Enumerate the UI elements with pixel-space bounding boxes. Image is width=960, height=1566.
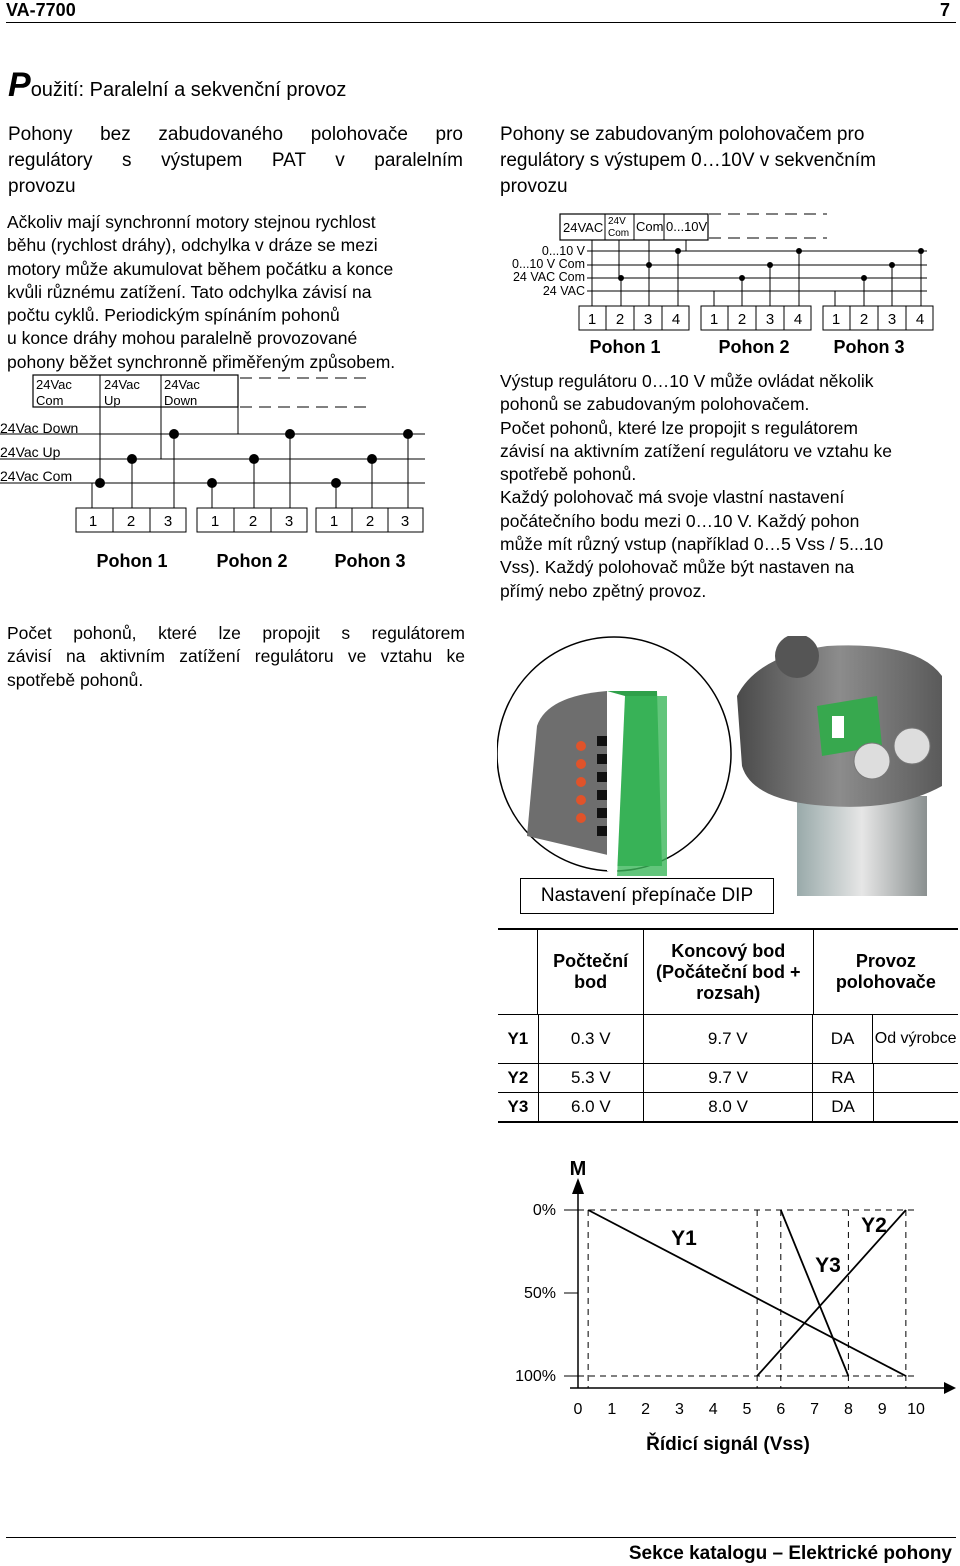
svg-text:3: 3: [285, 513, 293, 530]
svg-text:1: 1: [211, 513, 219, 530]
svg-text:2: 2: [366, 513, 374, 530]
col-end: Koncový bod (Počáteční bod + rozsah): [642, 930, 814, 1014]
svg-text:3: 3: [401, 513, 409, 530]
svg-text:1: 1: [832, 311, 840, 328]
svg-text:2: 2: [860, 311, 868, 328]
svg-text:Up: Up: [104, 393, 121, 408]
svg-text:24 VAC: 24 VAC: [543, 284, 585, 298]
drive-1-label: Pohon 1: [97, 551, 168, 571]
col-mode: Provoz polohovače: [812, 930, 958, 1014]
svg-text:4: 4: [916, 311, 924, 328]
right-heading: Pohony se zabudovaným polohovačem pro re…: [500, 124, 876, 197]
svg-text:Pohon 1: Pohon 1: [590, 337, 661, 357]
y-tick-label: 50%: [524, 1285, 556, 1302]
svg-text:4: 4: [672, 311, 680, 328]
svg-text:4: 4: [794, 311, 802, 328]
series-line-y1: [587, 1209, 907, 1377]
svg-text:2: 2: [127, 513, 135, 530]
series-line-y2: [756, 1209, 907, 1377]
svg-text:Down: Down: [164, 393, 197, 408]
right-text: Výstup regulátoru 0…10 V může ovládat ně…: [500, 371, 892, 601]
characteristic-chart: M Řídicí signál (Vss) 0% 50% 100% 0 1 2 3 4 5 6 7 8…: [515, 1158, 956, 1455]
x-tick-label: 9: [878, 1401, 887, 1418]
table-row: Y2 5.3 V 9.7 V RA: [498, 1064, 958, 1092]
svg-text:0...10 V: 0...10 V: [542, 244, 586, 258]
x-tick-label: 0: [574, 1401, 583, 1418]
x-axis-label: Řídicí signál (Vss): [646, 1433, 810, 1455]
series-line-y3: [779, 1209, 850, 1377]
title-text: oužití: Paralelní a sekvenční provoz: [30, 79, 347, 101]
y-axis-arrow: [572, 1178, 584, 1194]
svg-text:0...10V: 0...10V: [666, 219, 708, 234]
svg-text:3: 3: [766, 311, 774, 328]
svg-text:3: 3: [888, 311, 896, 328]
dip-table: Počteční bod Koncový bod (Počáteční bod …: [498, 928, 958, 1123]
dip-switch-label: Nastavení přepínače DIP: [520, 878, 774, 914]
table-row: Y3 6.0 V 8.0 V DA: [498, 1093, 958, 1121]
svg-text:24VAC: 24VAC: [563, 220, 603, 235]
left-intro: Ačkoliv mají synchronní motory stejnou r…: [7, 212, 396, 372]
x-tick-label: 10: [907, 1401, 925, 1418]
x-tick-label: 8: [844, 1401, 853, 1418]
bus-com-label: 24Vac Com: [0, 468, 72, 484]
x-tick-label: 5: [743, 1401, 752, 1418]
page-title: Použití: Paralelní a sekvenční provoz: [8, 66, 346, 105]
svg-text:Com: Com: [636, 219, 663, 234]
series-label-y2: Y2: [861, 1214, 887, 1237]
svg-text:0...10 V Com: 0...10 V Com: [512, 257, 585, 271]
ctrl-down-label: 24Vac: [164, 377, 200, 392]
svg-text:3: 3: [164, 513, 172, 530]
footer-text: Sekce katalogu – Elektrické pohony: [628, 1543, 952, 1564]
title-initial: P: [8, 66, 31, 104]
svg-text:Pohon 3: Pohon 3: [834, 337, 905, 357]
svg-text:24 VAC Com: 24 VAC Com: [513, 270, 585, 284]
x-tick-label: 4: [709, 1401, 718, 1418]
sequence-wiring-diagram: 24VAC 24V Com Com 0...10V 0...10 V 0...1…: [512, 213, 934, 357]
bus-down-label: 24Vac Down: [0, 420, 78, 436]
bus-up-label: 24Vac Up: [0, 444, 61, 460]
svg-text:3: 3: [644, 311, 652, 328]
doc-model: VA-7700: [6, 0, 76, 20]
series-label-y3: Y3: [815, 1254, 841, 1277]
y-axis-label: M: [570, 1158, 587, 1180]
col-start: Počteční bod: [537, 930, 644, 1014]
drive-3-label: Pohon 3: [335, 551, 406, 571]
ctrl-up-label: 24Vac: [104, 377, 140, 392]
footer-rule: [6, 1537, 956, 1538]
drive-2-label: Pohon 2: [217, 551, 288, 571]
svg-text:1: 1: [710, 311, 718, 328]
x-axis-arrow: [944, 1382, 956, 1394]
x-tick-label: 3: [675, 1401, 684, 1418]
actuator-photo: [497, 636, 942, 896]
svg-text:24V: 24V: [608, 216, 626, 227]
x-tick-label: 2: [641, 1401, 650, 1418]
svg-text:2: 2: [738, 311, 746, 328]
x-tick-label: 6: [776, 1401, 785, 1418]
y-tick-label: 0%: [533, 1202, 556, 1219]
y-tick-label: 100%: [515, 1368, 556, 1385]
svg-text:2: 2: [249, 513, 257, 530]
left-note: Počet pohonů, které lze propojit s regul…: [7, 623, 465, 690]
terminal-label: 1: [89, 513, 97, 530]
header-rule: [6, 22, 956, 23]
x-tick-label: 1: [607, 1401, 616, 1418]
svg-text:Com: Com: [36, 393, 63, 408]
svg-text:Com: Com: [608, 228, 629, 239]
svg-text:1: 1: [588, 311, 596, 328]
svg-text:1: 1: [330, 513, 338, 530]
page-number: 7: [939, 0, 950, 20]
ctrl-com-label: 24Vac: [36, 377, 72, 392]
left-heading: Pohony bez zabudovaného polohovače pro r…: [8, 124, 463, 197]
svg-text:2: 2: [616, 311, 624, 328]
table-row: Y1 0.3 V 9.7 V DA Od výrobce: [498, 1015, 958, 1063]
parallel-wiring-diagram: 24Vac Com 24Vac Up 24Vac Down 24Vac Down…: [0, 374, 425, 571]
series-label-y1: Y1: [671, 1227, 697, 1250]
svg-text:Pohon 2: Pohon 2: [719, 337, 790, 357]
x-tick-label: 7: [810, 1401, 819, 1418]
